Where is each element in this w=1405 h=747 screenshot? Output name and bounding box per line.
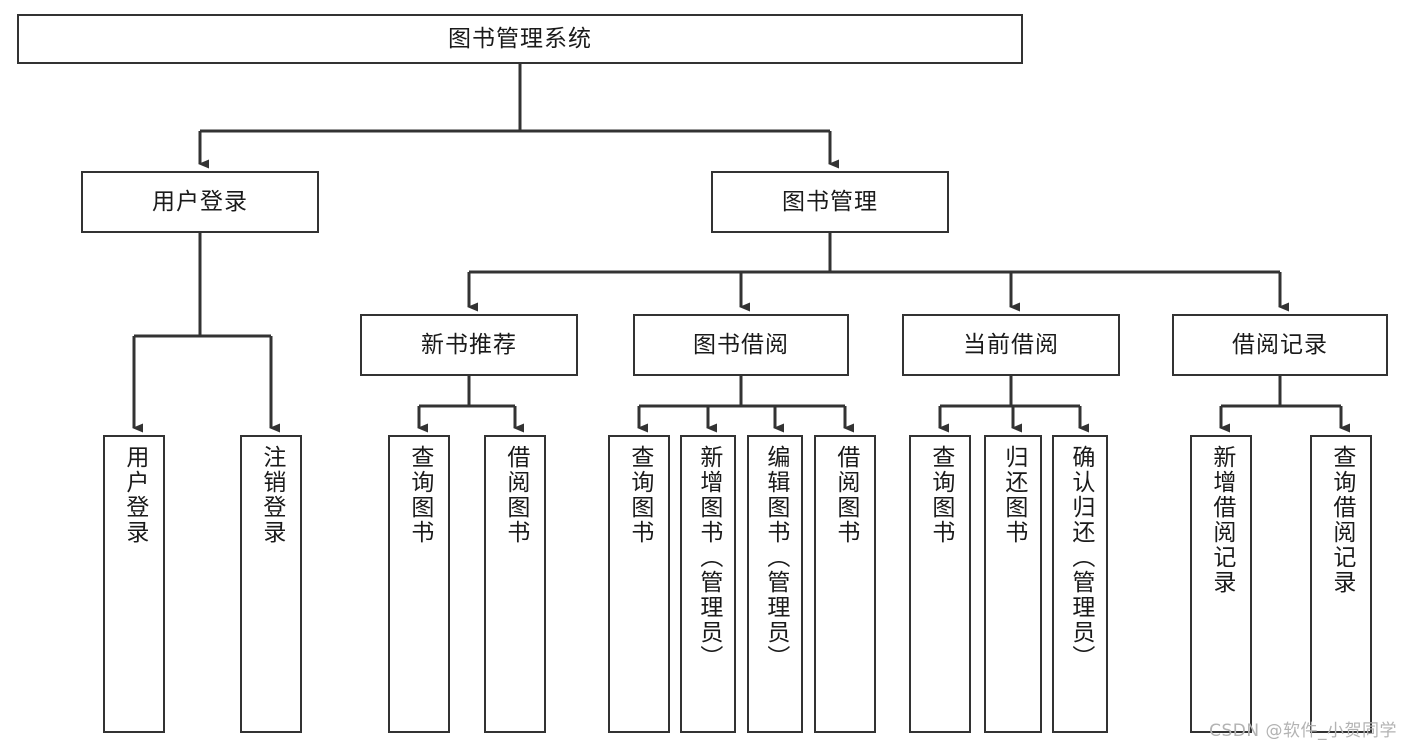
node-leaf-edit-book[interactable]: 编辑图书（管理员）: [747, 435, 803, 733]
node-leaf-borrow-book-1[interactable]: 借阅图书: [484, 435, 546, 733]
node-leaf-add-book[interactable]: 新增图书（管理员）: [680, 435, 736, 733]
node-leaf-query-record[interactable]: 查询借阅记录: [1310, 435, 1372, 733]
node-new-book-rec-label: 新书推荐: [421, 331, 517, 358]
node-user-login[interactable]: 用户登录: [81, 171, 319, 233]
node-leaf-user-logout-label: 注销登录: [258, 445, 285, 545]
node-leaf-query-book-3-label: 查询图书: [927, 445, 954, 545]
node-leaf-return-book[interactable]: 归还图书: [984, 435, 1042, 733]
node-leaf-add-record-label: 新增借阅记录: [1208, 445, 1235, 595]
node-book-manage-label: 图书管理: [782, 188, 878, 215]
node-leaf-query-record-label: 查询借阅记录: [1328, 445, 1355, 595]
node-leaf-query-book-2[interactable]: 查询图书: [608, 435, 670, 733]
node-leaf-user-login[interactable]: 用户登录: [103, 435, 165, 733]
node-root[interactable]: 图书管理系统: [17, 14, 1023, 64]
node-leaf-borrow-book-1-label: 借阅图书: [502, 445, 529, 545]
node-current-borrow[interactable]: 当前借阅: [902, 314, 1120, 376]
node-leaf-edit-book-label: 编辑图书（管理员）: [762, 445, 789, 670]
node-borrow-record[interactable]: 借阅记录: [1172, 314, 1388, 376]
node-leaf-query-book-1-label: 查询图书: [406, 445, 433, 545]
node-leaf-return-book-label: 归还图书: [1000, 445, 1027, 545]
node-leaf-user-logout[interactable]: 注销登录: [240, 435, 302, 733]
node-leaf-borrow-book-2[interactable]: 借阅图书: [814, 435, 876, 733]
node-leaf-query-book-3[interactable]: 查询图书: [909, 435, 971, 733]
node-leaf-add-book-label: 新增图书（管理员）: [695, 445, 722, 670]
node-current-borrow-label: 当前借阅: [963, 331, 1059, 358]
node-leaf-query-book-1[interactable]: 查询图书: [388, 435, 450, 733]
node-book-manage[interactable]: 图书管理: [711, 171, 949, 233]
node-borrow-record-label: 借阅记录: [1232, 331, 1328, 358]
node-leaf-confirm-return-label: 确认归还（管理员）: [1067, 445, 1094, 670]
node-leaf-borrow-book-2-label: 借阅图书: [832, 445, 859, 545]
node-leaf-add-record[interactable]: 新增借阅记录: [1190, 435, 1252, 733]
node-book-borrow[interactable]: 图书借阅: [633, 314, 849, 376]
node-user-login-label: 用户登录: [152, 188, 248, 215]
node-leaf-confirm-return[interactable]: 确认归还（管理员）: [1052, 435, 1108, 733]
node-leaf-user-login-label: 用户登录: [121, 445, 148, 545]
node-book-borrow-label: 图书借阅: [693, 331, 789, 358]
node-leaf-query-book-2-label: 查询图书: [626, 445, 653, 545]
node-root-label: 图书管理系统: [448, 25, 592, 52]
node-new-book-rec[interactable]: 新书推荐: [360, 314, 578, 376]
